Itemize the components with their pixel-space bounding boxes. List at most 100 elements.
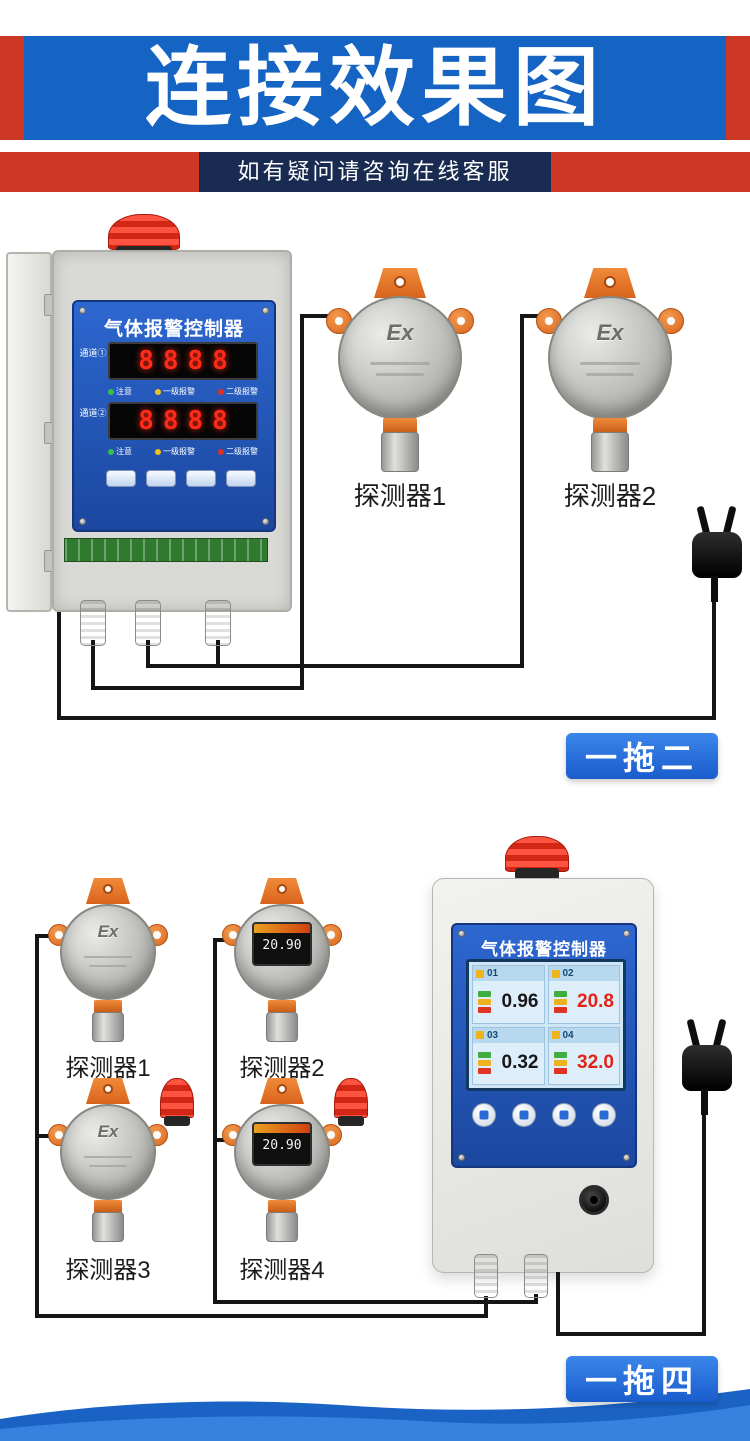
detector-neck [268, 1200, 296, 1213]
status-alarm-2: 二级报警 [218, 386, 258, 397]
sensor-filter [381, 432, 419, 472]
sensor-filter [92, 1012, 124, 1042]
banner-accent-left [0, 36, 24, 140]
engraved-text-line [580, 362, 640, 365]
green-indicator-icon [108, 388, 114, 395]
mounting-hole [103, 1084, 113, 1094]
ex-mark: Ex [97, 1122, 119, 1141]
channel-id: 03 [487, 1029, 499, 1041]
status-indicators-1: 注意 一级报警 二级报警 [108, 386, 258, 397]
status-alarm-1: 一级报警 [155, 446, 195, 457]
screw-icon [79, 518, 86, 525]
gas-detector-s2-1: Ex [48, 878, 168, 1048]
screw-icon [458, 930, 465, 937]
detector-neck [593, 418, 627, 434]
detector-1-label: 探测器1 [353, 481, 447, 511]
channel-body: 32.0 [549, 1043, 620, 1085]
wave-decoration [0, 1389, 750, 1441]
sensor-filter [591, 432, 629, 472]
channel-tag-icon [476, 969, 484, 978]
mini-beacon-base [338, 1116, 364, 1126]
controller-2-enclosure: 气体报警控制器 01 0.96 02 20.8 [432, 878, 654, 1273]
threshold-tags [478, 990, 491, 1013]
lcd-header-band [254, 924, 310, 933]
banner-accent-right [726, 36, 750, 140]
cable [91, 686, 304, 690]
power-plug-icon [678, 1015, 736, 1115]
screw-icon [262, 307, 269, 314]
panel-button [552, 1103, 576, 1127]
cable [556, 1272, 560, 1336]
ex-mark: Ex [596, 320, 624, 345]
engraved-text-line [84, 956, 132, 958]
subtitle-text: 如有疑问请咨询在线客服 [199, 152, 551, 192]
panel-button [106, 470, 136, 487]
screw-icon [458, 1154, 465, 1161]
mounting-hole [604, 276, 616, 288]
screw-icon [623, 930, 630, 937]
controller-screen: 01 0.96 02 20.8 03 [466, 959, 626, 1091]
panel-buttons [106, 470, 256, 487]
alarm-beacon-icon [505, 836, 569, 872]
screw-icon [623, 1154, 630, 1161]
status-indicators-2: 注意 一级报警 二级报警 [108, 446, 258, 457]
channel-id: 02 [562, 968, 574, 979]
cable [57, 716, 716, 720]
status-alarm-2: 二级报警 [218, 446, 258, 457]
green-indicator-icon [108, 448, 114, 455]
controller-2-title: 气体报警控制器 [481, 940, 607, 959]
threshold-tags [553, 1052, 567, 1075]
detector-neck [268, 1000, 296, 1013]
led-digits-1: 8888 [138, 346, 237, 376]
mounting-hole [277, 1084, 287, 1094]
cabinet-door [6, 252, 54, 612]
channel-value: 32.0 [577, 1052, 614, 1074]
lcd-reading: 20.90 [262, 1138, 302, 1153]
engraved-text-line [89, 1165, 127, 1167]
channel-1-label: 通道① [79, 348, 107, 358]
alarm-beacon-base [515, 868, 559, 880]
screw-icon [79, 307, 86, 314]
connection-badge-one-to-two: 一拖二 [566, 733, 718, 779]
cable-gland [205, 600, 231, 646]
mini-beacon-icon [334, 1078, 368, 1118]
mini-beacon-icon [160, 1078, 194, 1118]
sensor-filter [266, 1012, 298, 1042]
cable [35, 934, 39, 1318]
channel-tag-icon [551, 969, 560, 978]
mounting-hole [394, 276, 406, 288]
ex-mark: Ex [97, 922, 119, 941]
lcd-header-band [254, 1124, 310, 1133]
channel-2-label: 通道② [79, 408, 107, 418]
channel-body: 0.32 [473, 1043, 544, 1085]
status-normal: 注意 [108, 386, 132, 397]
cable [213, 938, 217, 1304]
engraved-text-line [370, 362, 430, 365]
detector-housing [338, 296, 462, 420]
plug-body [692, 532, 742, 578]
channel-cell-02: 02 20.8 [547, 965, 620, 1024]
detector-neck [94, 1200, 122, 1213]
engraved-text-line [586, 373, 634, 376]
buzzer-icon [579, 1185, 609, 1215]
detector-housing [60, 1104, 156, 1200]
detector-2-label: 探测器2 [563, 481, 657, 511]
channel-cell-01: 01 0.96 [472, 965, 545, 1024]
cable [216, 640, 220, 668]
red-indicator-icon [218, 448, 224, 455]
detector-s2-2-label: 探测器2 [239, 1055, 325, 1082]
plug-cord [701, 1089, 708, 1115]
panel-button [472, 1103, 496, 1127]
channel-tag-icon [551, 1031, 560, 1039]
sensor-filter [266, 1212, 298, 1242]
channel-cell-04: 04 32.0 [547, 1026, 620, 1085]
yellow-indicator-icon [155, 388, 161, 395]
led-display-2: 8888 [108, 402, 258, 440]
yellow-indicator-icon [155, 448, 161, 455]
cable [91, 640, 95, 690]
mounting-hole [103, 884, 113, 894]
cable-gland [524, 1254, 548, 1298]
panel-round-buttons [453, 1103, 635, 1127]
mini-beacon-base [164, 1116, 190, 1126]
cable-gland [474, 1254, 498, 1298]
